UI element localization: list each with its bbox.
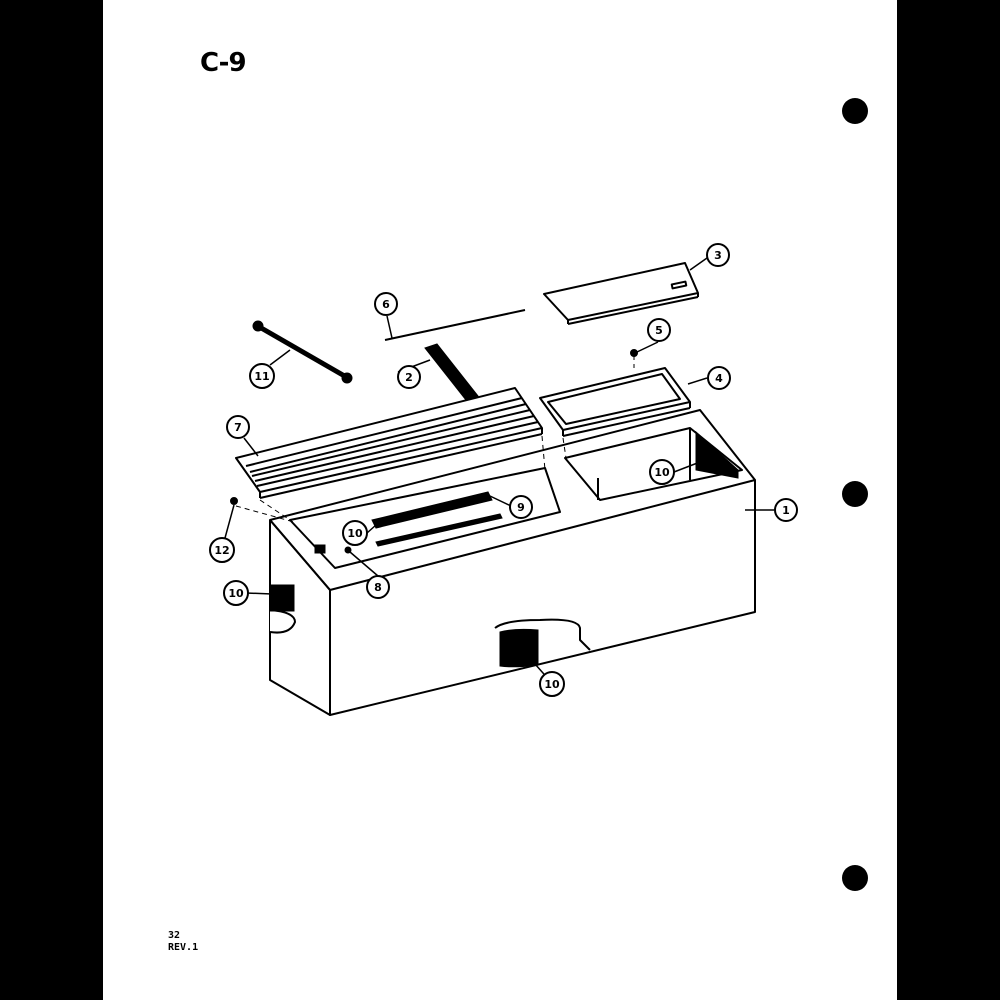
binder-hole-bottom <box>842 865 868 891</box>
binder-hole-middle <box>842 481 868 507</box>
tube-part-11 <box>254 322 350 381</box>
svg-text:1: 1 <box>782 504 790 517</box>
callout-1: 1 <box>774 498 798 522</box>
page-number: 32 <box>168 930 181 941</box>
screw-part-12 <box>230 497 238 505</box>
svg-text:5: 5 <box>655 324 663 337</box>
callout-10-front: 10 <box>539 671 565 697</box>
svg-text:10: 10 <box>347 527 363 540</box>
svg-text:7: 7 <box>234 421 242 434</box>
callout-6: 6 <box>374 292 398 316</box>
callouts: 1 2 3 4 5 6 7 8 9 10 10 10 10 11 12 <box>209 243 798 697</box>
side-vent-part-10 <box>269 584 295 612</box>
rear-vent-part-10 <box>695 430 739 479</box>
callout-11: 11 <box>249 363 275 389</box>
svg-text:11: 11 <box>254 370 269 383</box>
svg-text:10: 10 <box>544 678 560 691</box>
svg-text:9: 9 <box>517 501 525 514</box>
front-vent-part-10 <box>499 628 539 668</box>
page-code: C-9 <box>200 48 247 78</box>
callout-7: 7 <box>226 415 250 439</box>
callout-10-rear: 10 <box>649 459 675 485</box>
callout-12: 12 <box>209 537 235 563</box>
tube-end-right <box>341 372 353 384</box>
tray-part-4 <box>539 367 691 437</box>
callout-9: 9 <box>509 495 533 519</box>
callout-8: 8 <box>366 575 390 599</box>
svg-text:12: 12 <box>214 544 229 557</box>
strip-part-2 <box>424 343 479 401</box>
svg-text:10: 10 <box>654 466 670 479</box>
screw-small-1 <box>344 546 352 554</box>
tube-end-left <box>252 320 264 332</box>
svg-text:8: 8 <box>374 581 382 594</box>
top-grille-part-7 <box>235 387 543 499</box>
svg-text:3: 3 <box>714 249 722 262</box>
callout-5: 5 <box>647 318 671 342</box>
cover-part-3 <box>543 262 699 325</box>
svg-text:2: 2 <box>405 371 413 384</box>
callout-10-top: 10 <box>342 520 368 546</box>
slot-part-8 <box>375 513 503 547</box>
callout-2: 2 <box>397 365 421 389</box>
switch-part-8 <box>314 544 326 554</box>
revision-label: REV.1 <box>168 942 199 953</box>
callout-4: 4 <box>707 366 731 390</box>
callout-10-side: 10 <box>223 580 249 606</box>
callout-3: 3 <box>706 243 730 267</box>
svg-text:6: 6 <box>382 298 390 311</box>
svg-text:4: 4 <box>715 372 723 385</box>
binder-hole-top <box>842 98 868 124</box>
rod-part-6 <box>384 309 526 341</box>
svg-text:10: 10 <box>228 587 244 600</box>
